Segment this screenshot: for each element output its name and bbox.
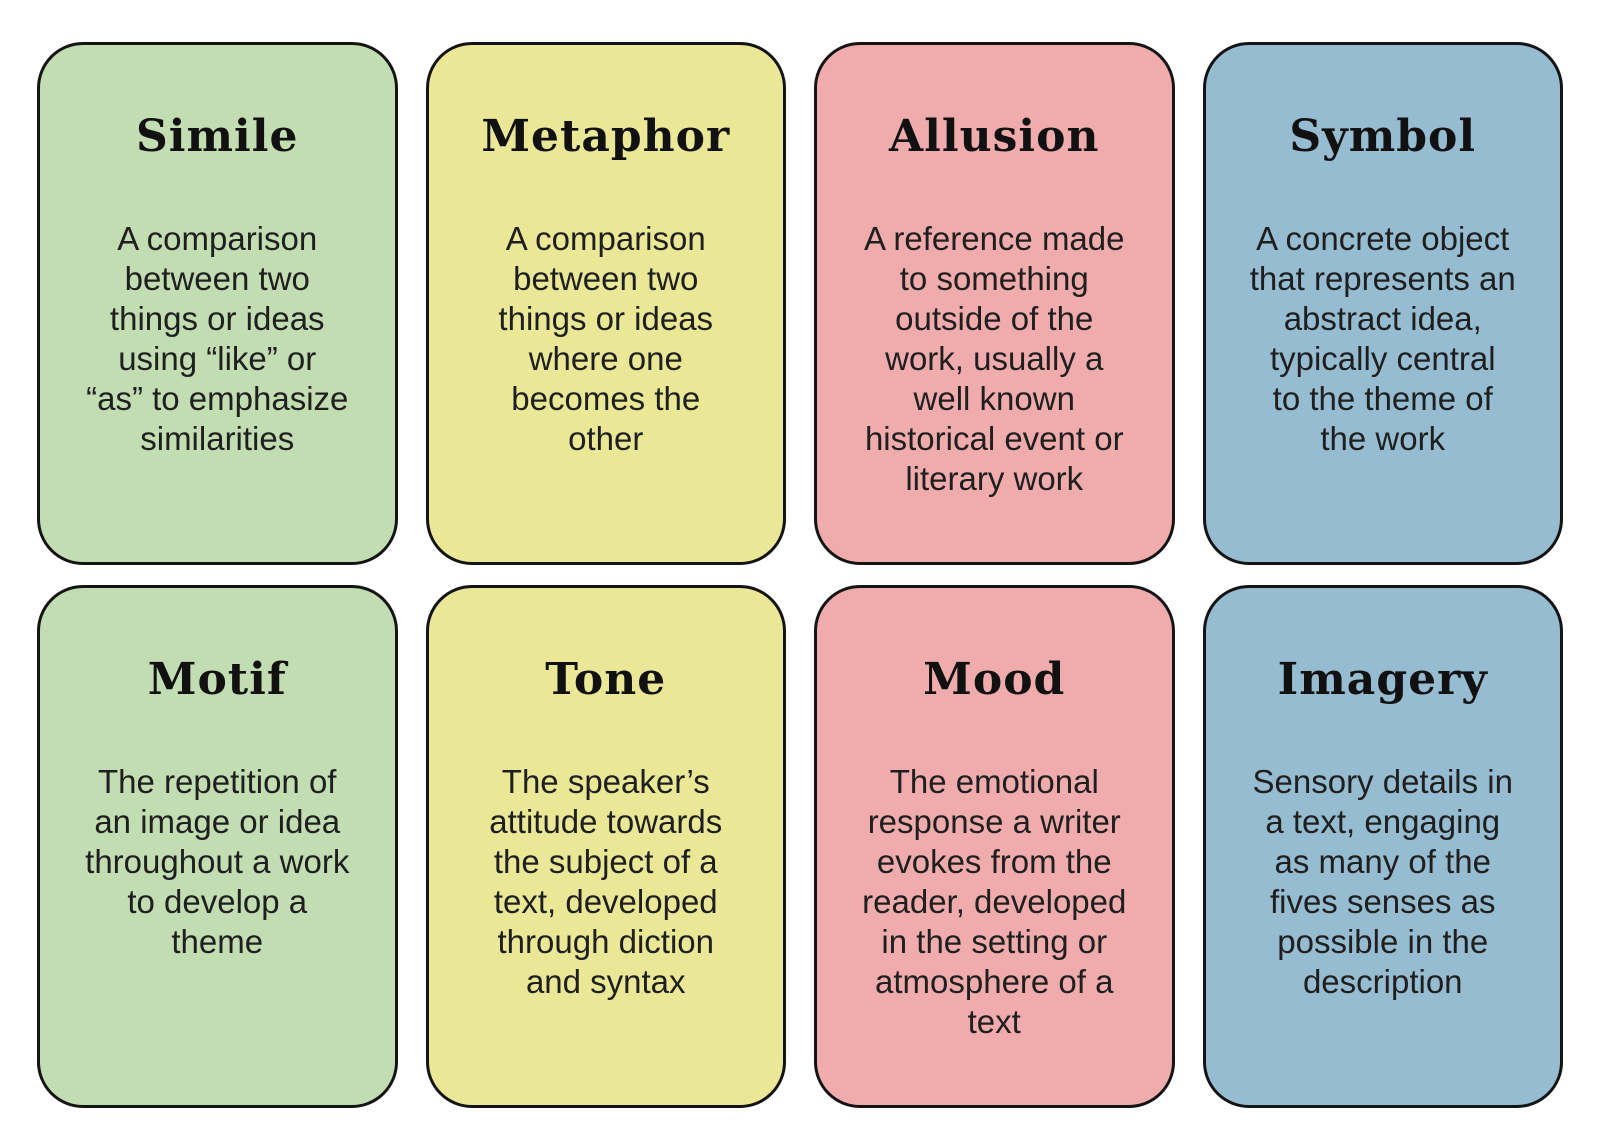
flashcard-metaphor: Metaphor A comparison between two things… xyxy=(425,42,786,565)
flashcard-imagery: Imagery Sensory details in a text, engag… xyxy=(1202,585,1563,1108)
card-title-allusion: Allusion xyxy=(889,111,1100,162)
card-title-mood: Mood xyxy=(923,654,1066,705)
card-title-simile: Simile xyxy=(136,111,299,162)
card-description-mood: The emotional response a writer evokes f… xyxy=(862,763,1127,1040)
card-description-tone: The speaker’s attitude towards the subje… xyxy=(489,763,723,1000)
flashcard-tone: Tone The speaker’s attitude towards the … xyxy=(425,585,786,1108)
flashcard-allusion: Allusion A reference made to something o… xyxy=(814,42,1175,565)
flashcard-symbol: Symbol A concrete object that represents… xyxy=(1202,42,1563,565)
card-title-imagery: Imagery xyxy=(1277,654,1488,705)
card-title-tone: Tone xyxy=(545,654,667,705)
card-title-motif: Motif xyxy=(147,654,287,705)
card-description-symbol: A concrete object that represents an abs… xyxy=(1249,220,1516,457)
card-description-simile: A comparison between two things or ideas… xyxy=(86,220,349,457)
card-description-motif: The repetition of an image or idea throu… xyxy=(85,763,350,960)
card-title-symbol: Symbol xyxy=(1289,111,1477,162)
card-title-metaphor: Metaphor xyxy=(481,111,731,162)
flashcard-motif: Motif The repetition of an image or idea… xyxy=(37,585,398,1108)
card-description-metaphor: A comparison between two things or ideas… xyxy=(498,220,714,457)
card-description-allusion: A reference made to something outside of… xyxy=(864,220,1125,497)
flashcard-simile: Simile A comparison between two things o… xyxy=(37,42,398,565)
flashcard-mood: Mood The emotional response a writer evo… xyxy=(814,585,1175,1108)
card-description-imagery: Sensory details in a text, engaging as m… xyxy=(1252,763,1513,1000)
